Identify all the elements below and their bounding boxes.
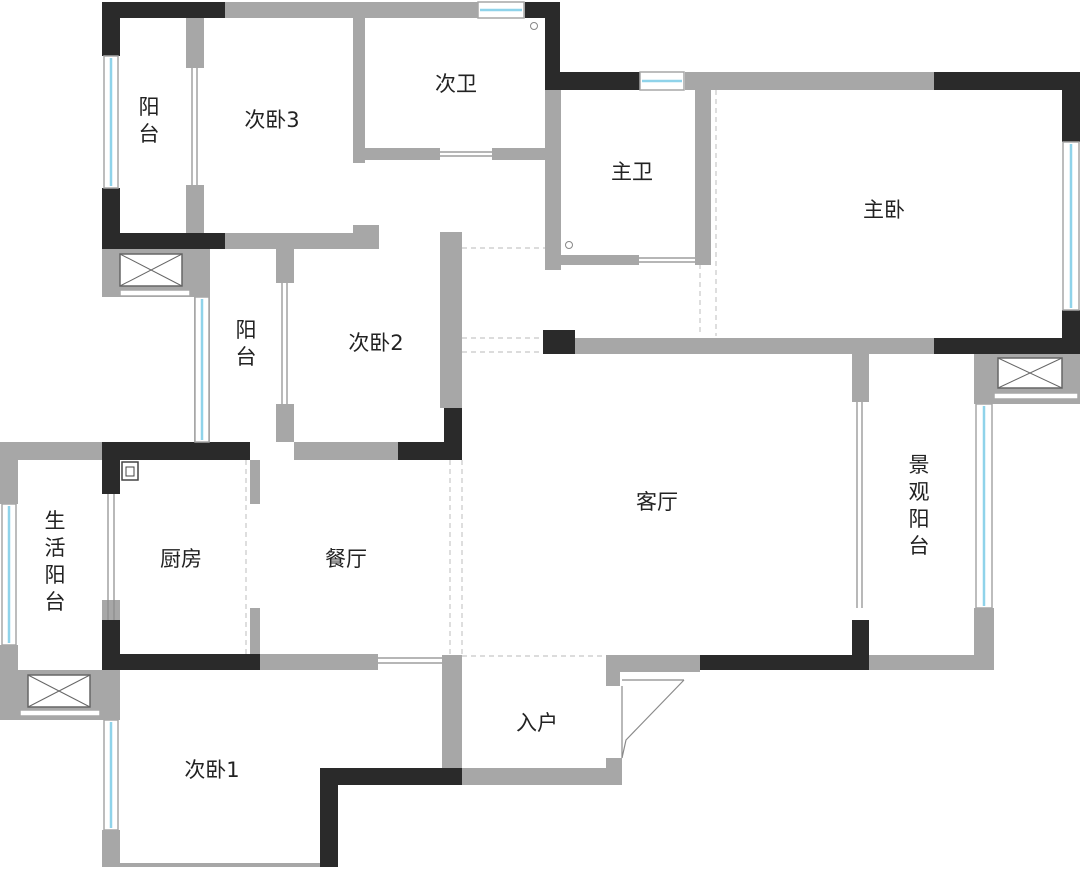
label-balcony-mid-2: 台 (236, 345, 257, 369)
kitchen-flue-icon (121, 461, 139, 481)
label-utility-balcony-4: 台 (45, 590, 66, 614)
label-entrance: 入户 (516, 711, 558, 735)
label-bedroom-3: 次卧3 (244, 108, 299, 132)
label-living-room: 客厅 (636, 490, 678, 514)
label-utility-balcony-1: 生 (45, 509, 66, 533)
ac-unit-top (119, 253, 183, 287)
label-view-balcony-4: 台 (909, 534, 930, 558)
drain-icons (530, 22, 573, 249)
room-labels: 次卫 主卫 主卧 次卧3 阳 台 阳 台 次卧2 客厅 餐厅 厨房 入户 次卧1… (45, 72, 930, 782)
entrance-door (621, 679, 685, 759)
label-view-balcony-3: 阳 (909, 507, 930, 531)
label-view-balcony-1: 景 (909, 453, 930, 477)
label-balcony-mid-1: 阳 (236, 318, 257, 342)
zone-boundaries (245, 90, 717, 657)
label-balcony-top-1: 阳 (139, 95, 160, 119)
windows (1, 1, 1080, 831)
label-master-bath: 主卫 (611, 160, 653, 184)
sliding-doors (107, 68, 863, 664)
ac-unit-left (27, 674, 91, 708)
ac-unit-right (997, 357, 1063, 389)
label-kitchen: 厨房 (160, 547, 202, 571)
label-second-bath: 次卫 (435, 72, 477, 96)
label-view-balcony-2: 观 (909, 480, 930, 504)
walls-dark (102, 2, 1080, 867)
label-bedroom-2: 次卧2 (348, 331, 403, 355)
label-dining-room: 餐厅 (325, 547, 367, 571)
label-balcony-top-2: 台 (139, 122, 160, 146)
label-utility-balcony-3: 阳 (45, 563, 66, 587)
label-utility-balcony-2: 活 (45, 536, 66, 560)
label-master-bedroom: 主卧 (863, 198, 905, 222)
window-glass (7, 8, 1073, 828)
label-bedroom-1: 次卧1 (184, 758, 239, 782)
